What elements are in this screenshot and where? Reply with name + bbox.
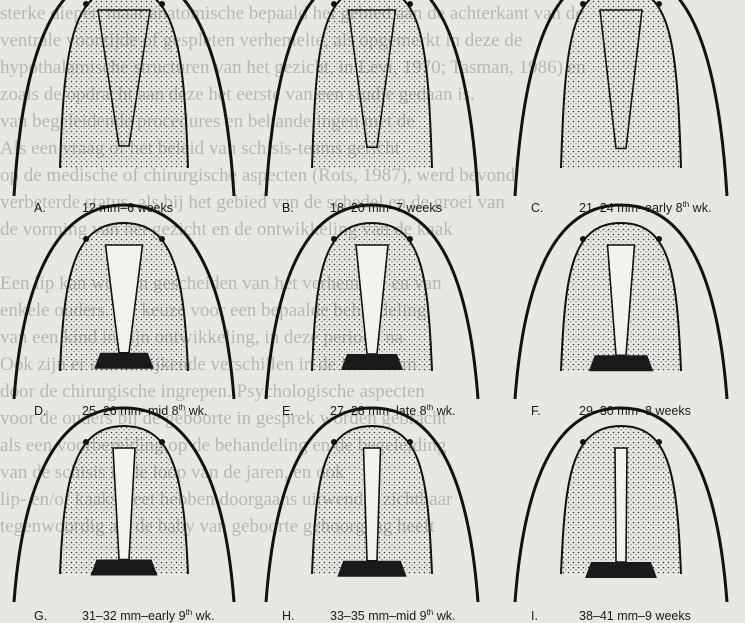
palate-panel-a: A. 12 mm–6 weeks bbox=[0, 0, 248, 203]
caption-text: 33–35 mm–mid 9th wk. bbox=[330, 609, 455, 623]
palate-panel-f: F. 29–30 mm–8 weeks bbox=[497, 203, 745, 406]
palate-drawing-c bbox=[497, 0, 745, 203]
caption-letter: I. bbox=[531, 609, 538, 623]
palate-drawing-g bbox=[0, 406, 248, 609]
palate-panel-c: C. 21–24 mm–early 8th wk. bbox=[497, 0, 745, 203]
nodule bbox=[407, 1, 413, 7]
nodule bbox=[83, 236, 89, 242]
palate-panel-h: H. 33–35 mm–mid 9th wk. bbox=[248, 406, 496, 611]
palate-drawing-h bbox=[248, 406, 496, 609]
caption-desc: 38–41 mm–9 weeks bbox=[579, 609, 691, 623]
nodule bbox=[331, 236, 337, 242]
caption-desc: 33–35 mm–mid 9 bbox=[330, 609, 427, 623]
caption-tail: wk. bbox=[433, 609, 455, 623]
palate-drawing-e bbox=[248, 203, 496, 406]
palate-drawing-a bbox=[0, 0, 248, 203]
nodule bbox=[159, 1, 165, 7]
palate-drawing-f bbox=[497, 203, 745, 406]
fused-palate-base bbox=[91, 560, 158, 576]
caption-letter: H. bbox=[282, 609, 295, 623]
fused-palate-base bbox=[337, 561, 407, 577]
palate-panel-d: D. 25–26 mm–mid 8th wk. bbox=[0, 203, 248, 406]
caption-text: 31–32 mm–early 9th wk. bbox=[82, 609, 214, 623]
fused-palate-base bbox=[341, 354, 403, 370]
septum bbox=[615, 448, 627, 562]
palate-panel-g: G. 31–32 mm–early 9th wk. bbox=[0, 406, 248, 611]
nodule bbox=[83, 439, 89, 445]
palate-drawing-d bbox=[0, 203, 248, 406]
septum bbox=[364, 448, 381, 561]
nodule bbox=[331, 439, 337, 445]
caption-letter: G. bbox=[34, 609, 47, 623]
nodule bbox=[656, 236, 662, 242]
caption-tail: wk. bbox=[192, 609, 214, 623]
nodule bbox=[580, 236, 586, 242]
fused-palate-base bbox=[94, 353, 154, 369]
palate-drawing-b bbox=[248, 0, 496, 203]
nodule bbox=[159, 236, 165, 242]
palate-panel-e: E. 27–28 mm–late 8th wk. bbox=[248, 203, 496, 406]
fused-palate-base bbox=[585, 562, 657, 578]
palate-panel-b: B. 18–20 mm–7 weeks bbox=[248, 0, 496, 203]
palate-panel-i: I. 38–41 mm–9 weeks bbox=[497, 406, 745, 611]
caption-text: 38–41 mm–9 weeks bbox=[579, 609, 691, 623]
nodule bbox=[656, 439, 662, 445]
nodule bbox=[580, 439, 586, 445]
nodule bbox=[159, 439, 165, 445]
palate-drawing-i bbox=[497, 406, 745, 609]
fused-palate-base bbox=[589, 355, 654, 371]
caption-desc: 31–32 mm–early 9 bbox=[82, 609, 186, 623]
nodule bbox=[407, 439, 413, 445]
nodule bbox=[331, 1, 337, 7]
nodule bbox=[580, 1, 586, 7]
nodule bbox=[407, 236, 413, 242]
nodule bbox=[83, 1, 89, 7]
nodule bbox=[656, 1, 662, 7]
